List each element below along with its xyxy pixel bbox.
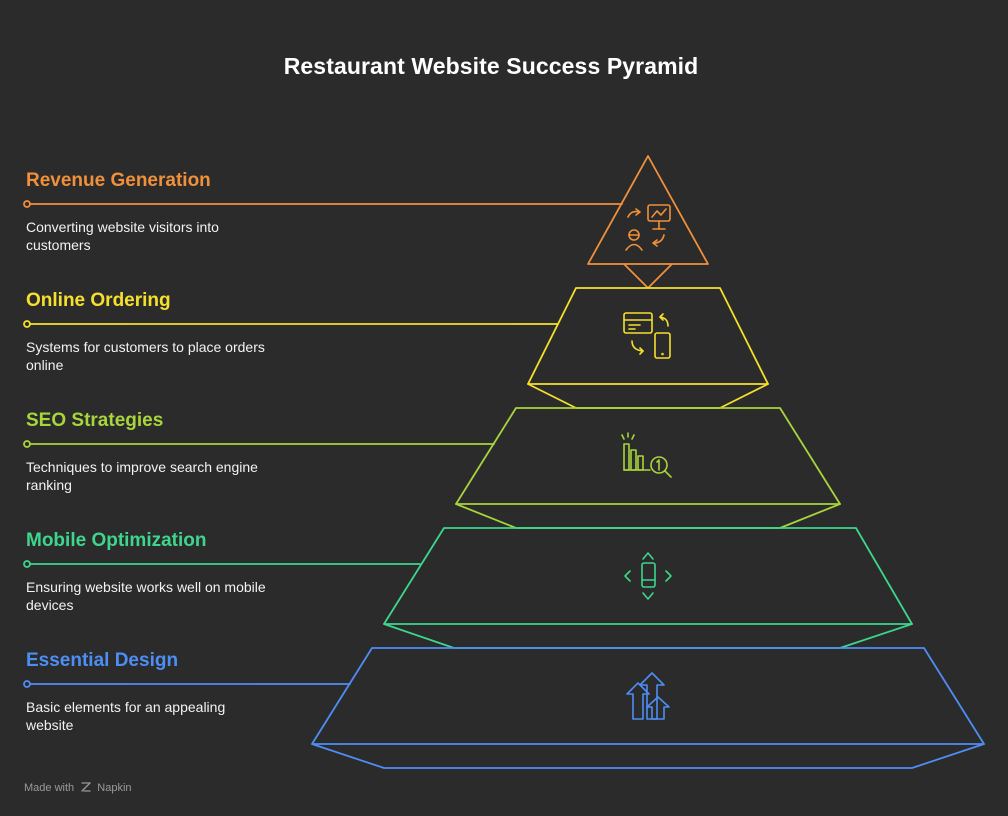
pyramid-tier-seo-strategies [23, 407, 841, 529]
tier-bevel [455, 503, 841, 529]
made-with-label: Made with [24, 782, 75, 794]
tier-face [587, 155, 709, 265]
level-title-mobile-optimization: Mobile Optimization [26, 530, 207, 551]
tier-face [455, 407, 841, 505]
diagram-title: Restaurant Website Success Pyramid [283, 53, 699, 79]
level-description-seo-strategies: Techniques to improve search engine rank… [26, 459, 258, 493]
tier-bevel [527, 383, 769, 409]
tier-bevel [311, 743, 985, 769]
level-description-online-ordering: Systems for customers to place orders on… [26, 339, 265, 373]
level-title-essential-design: Essential Design [26, 650, 179, 671]
tier-face [311, 647, 985, 745]
online-order-sync-icon [623, 312, 671, 359]
seo-ranking-icon [621, 432, 672, 478]
napkin-logo-icon [81, 782, 91, 792]
revenue-growth-icon [625, 204, 671, 251]
upward-arrows-icon [626, 672, 670, 720]
tier-bevel [383, 623, 913, 649]
level-description-essential-design: Basic elements for an appealing website [26, 699, 226, 733]
tier-face [383, 527, 913, 625]
made-with-footer: Made with Napkin [24, 781, 132, 794]
mobile-responsive-icon [624, 552, 672, 600]
pyramid-tier-essential-design [23, 647, 985, 769]
tier-face [527, 287, 769, 385]
level-title-online-ordering: Online Ordering [26, 290, 171, 311]
level-title-revenue-generation: Revenue Generation [26, 170, 211, 191]
level-description-mobile-optimization: Ensuring website works well on mobile de… [26, 579, 266, 613]
level-title-seo-strategies: SEO Strategies [26, 410, 164, 431]
level-description-revenue-generation: Converting website visitors into custome… [26, 219, 219, 253]
tier-bevel [623, 263, 673, 289]
napkin-brand-label: Napkin [97, 782, 132, 794]
